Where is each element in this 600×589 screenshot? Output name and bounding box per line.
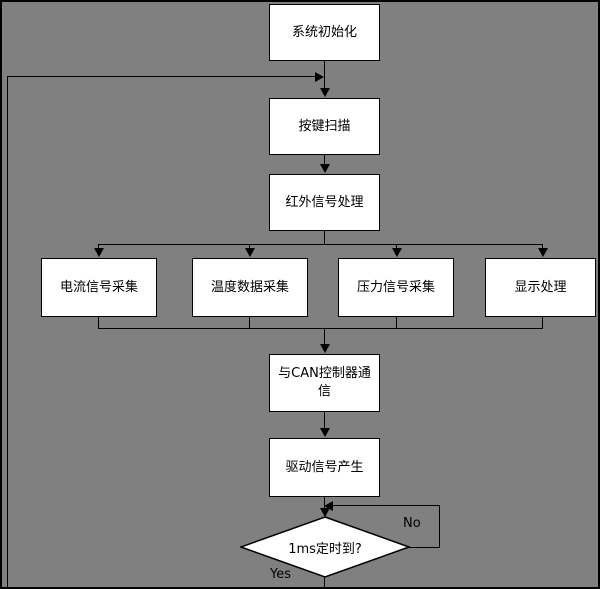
edge-bus-to-current	[98, 244, 99, 249]
node-drive-signal[interactable]: 驱动信号产生	[269, 438, 380, 497]
edge-no-branch-arrowhead	[324, 501, 333, 511]
node-display-processing-label: 显示处理	[514, 279, 567, 295]
edge-bus-to-temperature	[249, 244, 250, 249]
node-system-init[interactable]: 系统初始化	[269, 4, 380, 61]
edge-keyscan-to-infrared-arrowhead	[320, 164, 330, 173]
edge-current-to-merge	[98, 317, 99, 329]
edge-no-branch-horizontal-out	[409, 547, 440, 548]
edge-feedback-top-arrowhead	[315, 72, 324, 82]
edge-temperature-to-merge	[249, 317, 250, 329]
edge-drive-to-decision-arrowhead	[320, 508, 330, 517]
edge-feedback-bottom-horizontal	[7, 587, 325, 588]
node-can-communication-label-line2: 信	[317, 384, 331, 399]
node-timer-decision[interactable]: 1ms定时到?	[240, 516, 410, 578]
edge-no-branch-vertical	[439, 505, 440, 548]
edge-bus-to-display	[542, 244, 543, 249]
node-system-init-label: 系统初始化	[291, 24, 357, 40]
edge-init-to-keyscan	[324, 61, 325, 89]
node-key-scan[interactable]: 按键扫描	[269, 98, 380, 155]
merge-bus	[98, 328, 543, 329]
edge-init-to-keyscan-arrowhead	[320, 88, 330, 97]
edge-feedback-left-rail	[7, 76, 8, 587]
node-key-scan-label: 按键扫描	[298, 118, 351, 134]
edge-infrared-to-bus	[324, 231, 325, 245]
edge-can-to-drive-arrowhead	[320, 428, 330, 437]
edge-bus-to-temperature-arrowhead	[245, 248, 255, 257]
node-temperature-acquisition[interactable]: 温度数据采集	[192, 258, 308, 317]
edge-label-yes: Yes	[270, 567, 291, 582]
node-infrared-signal[interactable]: 红外信号处理	[269, 174, 380, 231]
edge-no-branch-horizontal-in	[332, 505, 440, 506]
node-display-processing[interactable]: 显示处理	[485, 258, 596, 317]
node-temperature-acquisition-label: 温度数据采集	[210, 279, 289, 295]
node-pressure-acquisition[interactable]: 压力信号采集	[338, 258, 454, 317]
node-infrared-signal-label: 红外信号处理	[285, 194, 364, 210]
edge-display-to-merge	[542, 317, 543, 329]
edge-merge-to-can-arrowhead	[320, 344, 330, 353]
node-can-communication-label-line1: 与CAN控制器通	[278, 366, 371, 382]
distribution-bus	[98, 244, 543, 245]
edge-bus-to-pressure-arrowhead	[392, 248, 402, 257]
edge-yes-branch-vertical	[324, 577, 325, 587]
edge-keyscan-to-infrared	[324, 155, 325, 165]
edge-bus-to-display-arrowhead	[538, 248, 548, 257]
edge-merge-to-can	[324, 328, 325, 345]
edge-can-to-drive	[324, 412, 325, 429]
node-current-acquisition[interactable]: 电流信号采集	[41, 258, 157, 317]
diamond-shape	[240, 516, 410, 578]
node-can-communication[interactable]: 与CAN控制器通 信	[269, 354, 380, 412]
edge-bus-to-pressure	[396, 244, 397, 249]
node-drive-signal-label: 驱动信号产生	[285, 459, 364, 475]
edge-pressure-to-merge	[396, 317, 397, 329]
edge-label-no: No	[403, 516, 421, 531]
edge-bus-to-current-arrowhead	[94, 248, 104, 257]
node-current-acquisition-label: 电流信号采集	[59, 279, 138, 295]
edge-feedback-top-horizontal	[7, 76, 319, 77]
node-pressure-acquisition-label: 压力信号采集	[356, 279, 435, 295]
